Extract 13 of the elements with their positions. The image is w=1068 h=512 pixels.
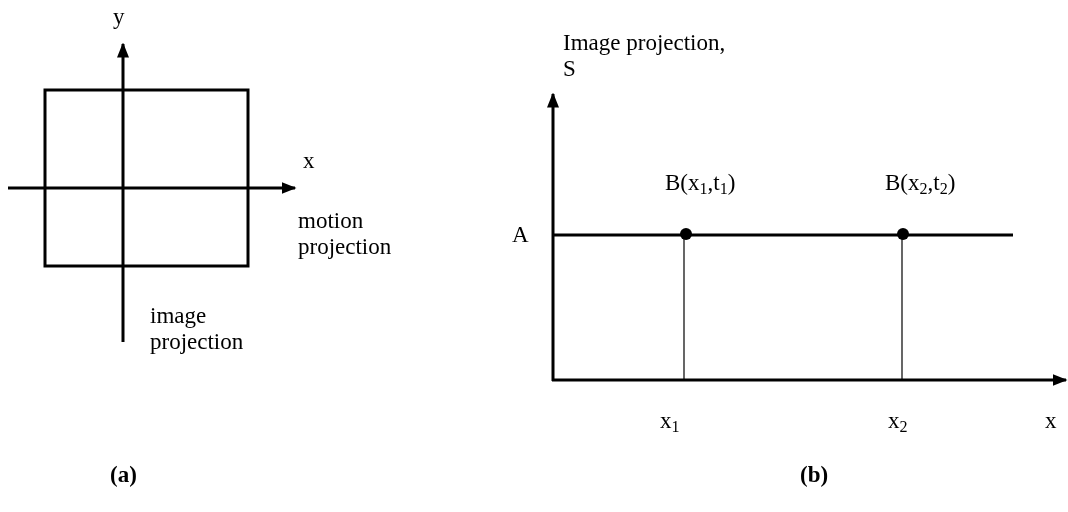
axis-label: x <box>1045 408 1057 434</box>
panel-label: (b) <box>800 462 829 488</box>
axis-label: x <box>303 148 315 174</box>
axis-label: image projection <box>150 303 245 355</box>
point-label: B(x$_{2}$,t$_{2}$) <box>885 170 956 199</box>
axis-label: motion projection <box>298 208 393 260</box>
tick-label: x$_{2}$ <box>888 408 908 437</box>
level-label: A <box>512 222 529 248</box>
panel-label: (a) <box>110 462 137 488</box>
axis-label: y <box>113 4 125 30</box>
tick-label: x$_{1}$ <box>660 408 680 437</box>
axis-label: Image projection, S <box>563 30 727 82</box>
point-label: B(x$_{1}$,t$_{1}$) <box>665 170 736 199</box>
